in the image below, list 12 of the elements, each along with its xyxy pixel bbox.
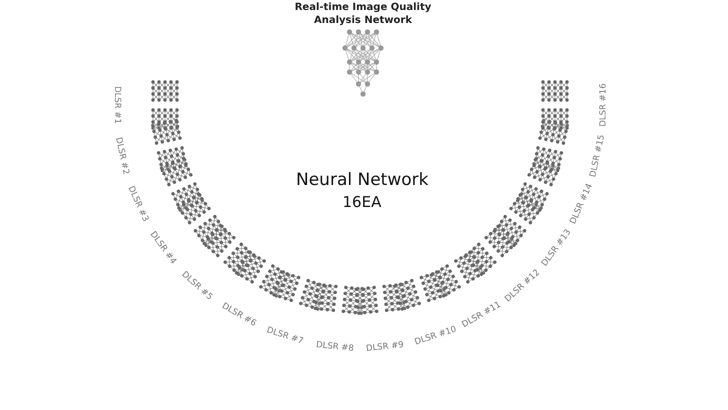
network-label: DLSR #15 (588, 133, 608, 178)
network-label: DLSR #7 (265, 326, 304, 347)
network-label: DLSR #16 (598, 83, 608, 127)
network-label: DLSR #3 (126, 184, 150, 224)
network-label: DLSR #9 (366, 340, 405, 354)
network-label: DLSR #8 (315, 340, 354, 354)
heading: Neural Network (296, 170, 428, 190)
count-label: 16EA (342, 193, 382, 211)
network-label: DLSR #2 (113, 136, 132, 176)
network-label: DLSR #10 (413, 324, 458, 348)
network-label: DLSR #1 (112, 86, 122, 124)
network-title: Real-time Image Quality Analysis Network (294, 1, 432, 27)
